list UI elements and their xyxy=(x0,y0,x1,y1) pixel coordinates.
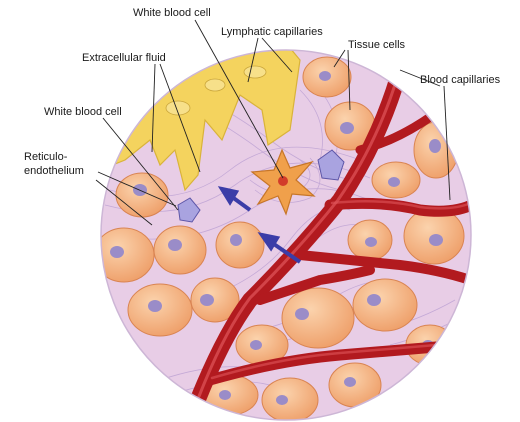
tissue-cell xyxy=(216,222,264,268)
label-reticulo: Reticulo- xyxy=(24,151,68,163)
tissue-cell xyxy=(372,162,420,198)
tissue-cell xyxy=(128,284,192,336)
label-tissue-cells: Tissue cells xyxy=(348,39,406,51)
tissue-cell xyxy=(262,378,318,422)
tissue-cell xyxy=(282,288,354,348)
label-blood-capillaries: Blood capillaries xyxy=(420,74,501,86)
label-lymphatic-capillaries: Lymphatic capillaries xyxy=(221,26,323,38)
tissue-section xyxy=(90,40,490,422)
label-extracellular-fluid: Extracellular fluid xyxy=(82,52,166,64)
tissue-cell xyxy=(353,279,417,331)
tissue-cell xyxy=(348,220,392,260)
label-endothelium: endothelium xyxy=(24,165,84,177)
tissue-cell xyxy=(94,228,154,282)
tissue-cell xyxy=(154,226,206,274)
tissue-cell xyxy=(414,122,458,178)
tissue-cell xyxy=(116,173,168,217)
tissue-cell xyxy=(303,57,351,97)
label-white-blood-cell-top: White blood cell xyxy=(133,7,211,19)
tissue-cell xyxy=(329,363,381,407)
label-white-blood-cell-left: White blood cell xyxy=(44,106,122,118)
